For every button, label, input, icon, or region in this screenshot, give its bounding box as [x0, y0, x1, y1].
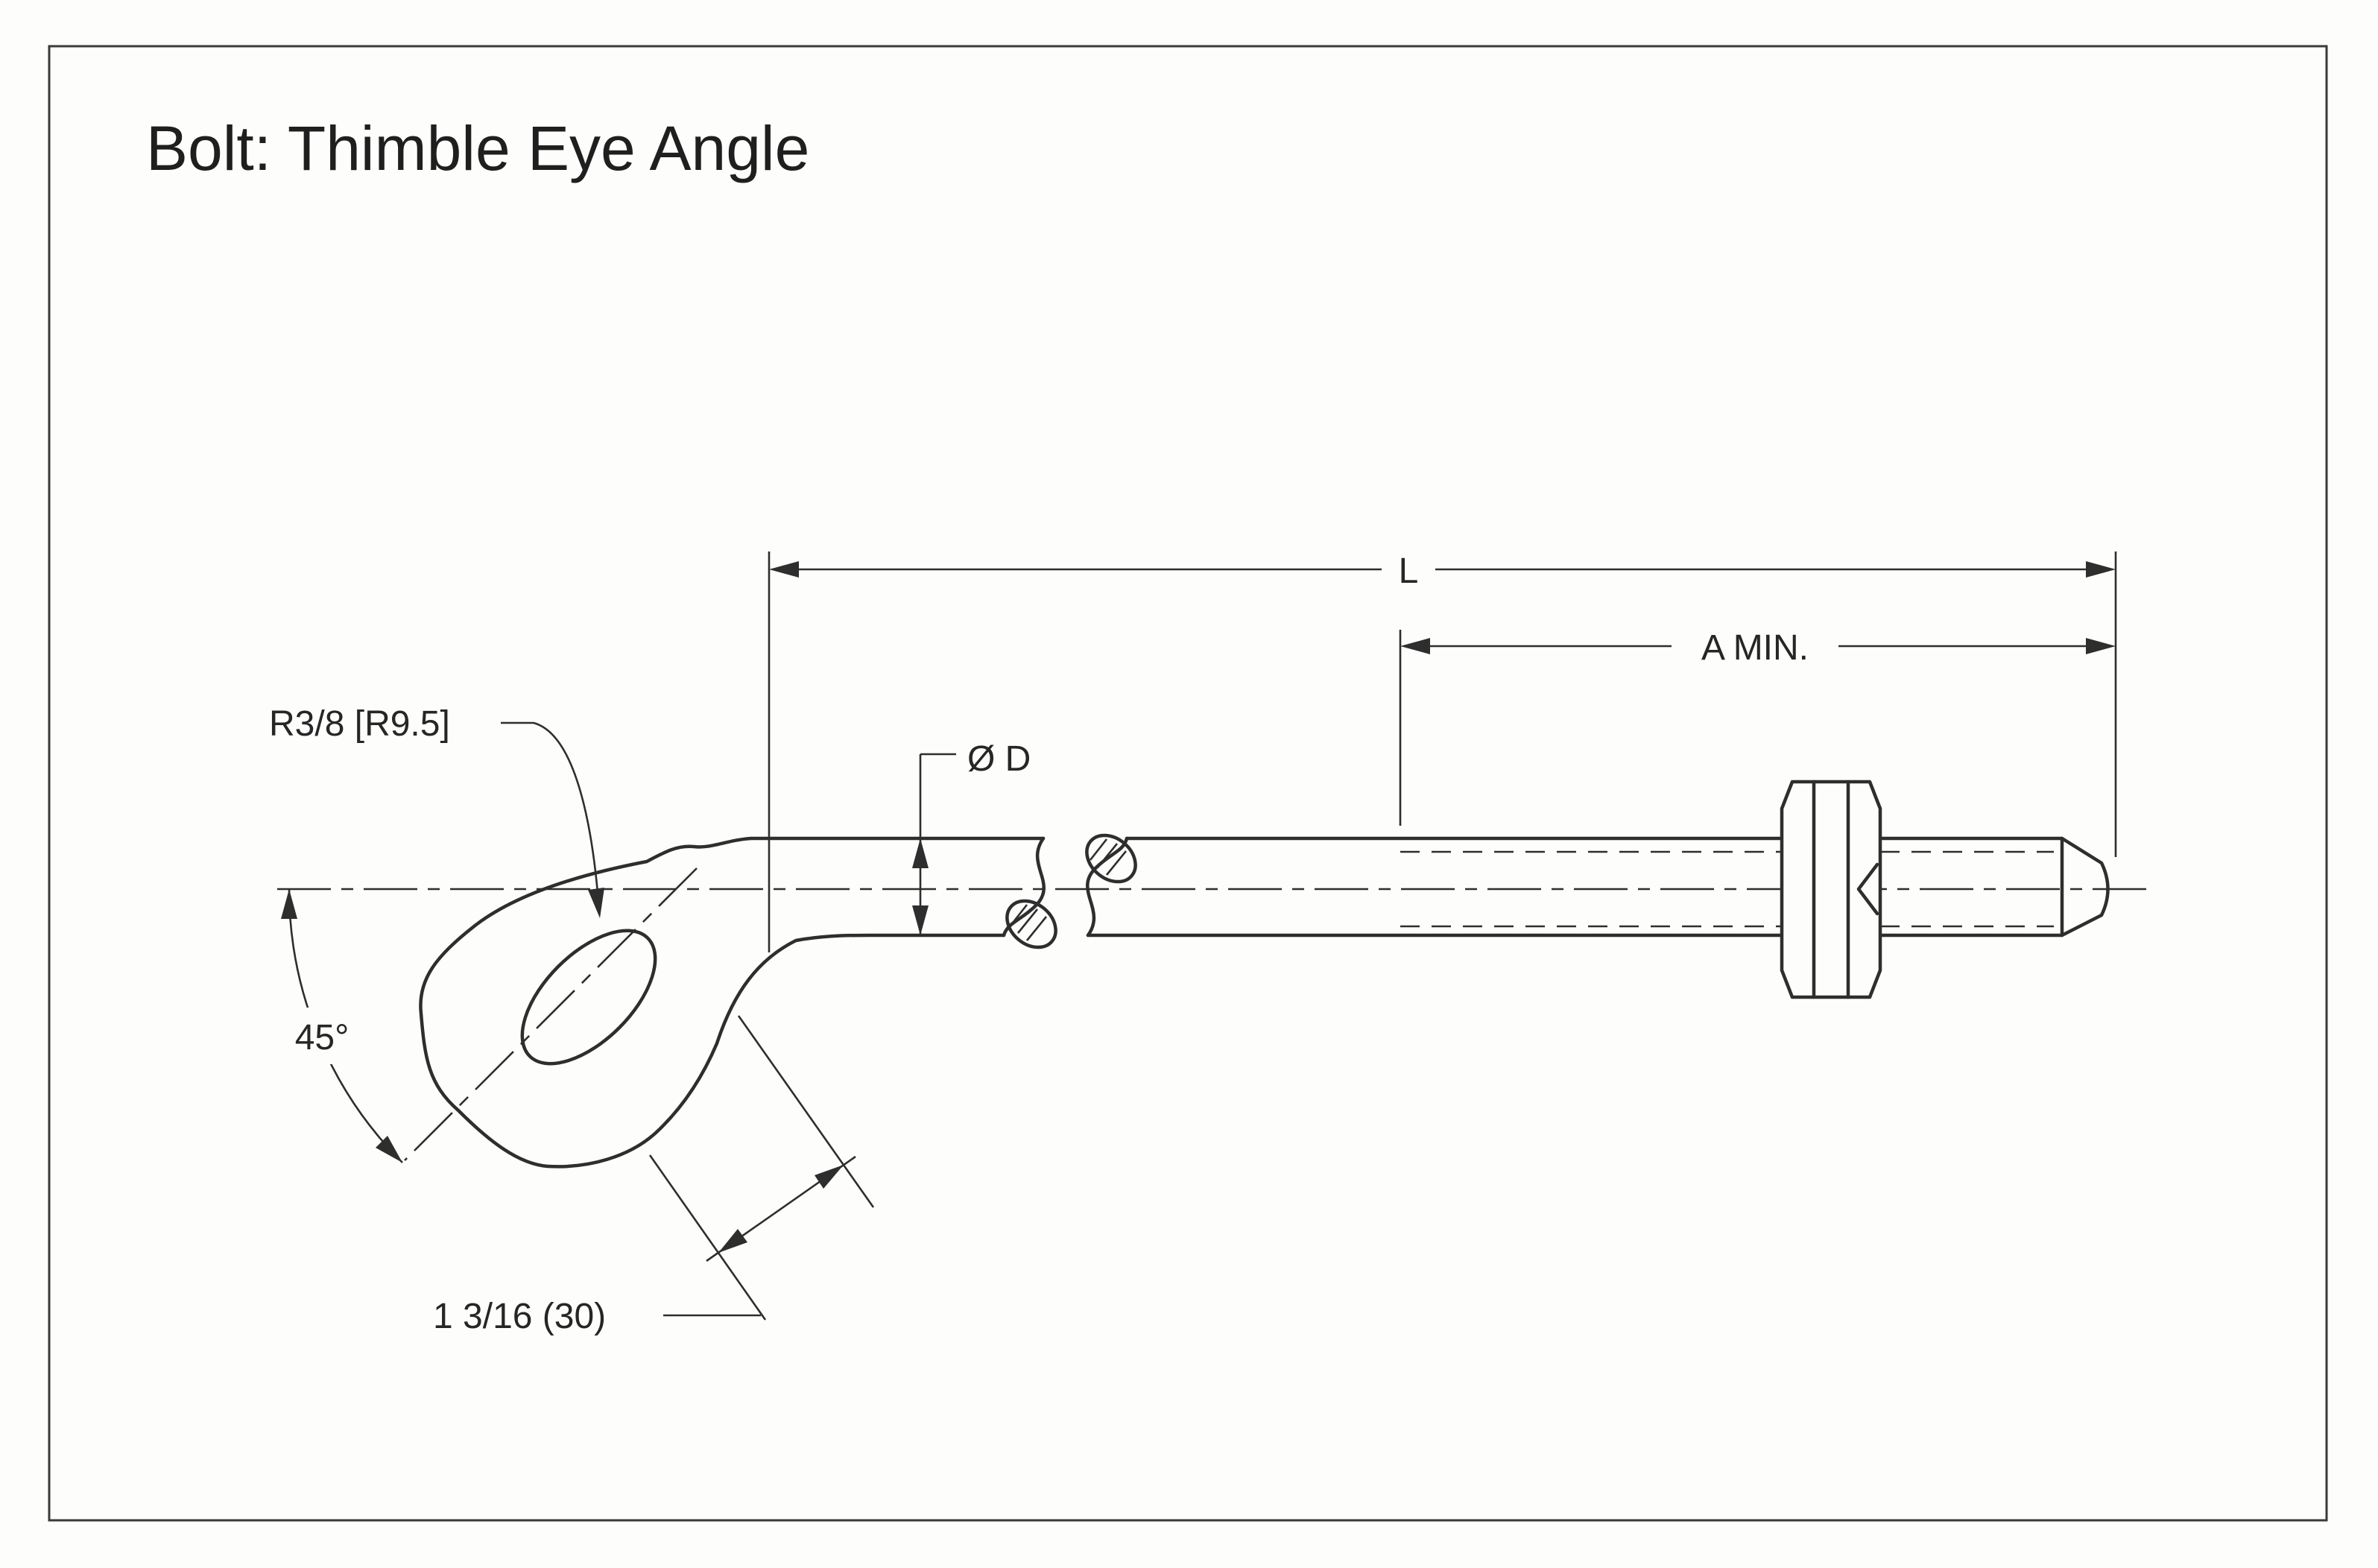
dimension-thread-length: A MIN. [1399, 621, 2116, 826]
thread-length-label: A MIN. [1701, 628, 1809, 668]
diameter-label: Ø D [967, 739, 1031, 779]
bolt-outline [419, 836, 1046, 1169]
hex-nut [1780, 780, 1882, 999]
thread-hidden-lines [1400, 850, 2054, 928]
dimension-bend-angle: 45° [274, 888, 403, 1163]
eye-radius-label: R3/8 [R9.5] [269, 704, 450, 744]
centerline-45deg [404, 867, 698, 1161]
bolt-tip [2060, 836, 2110, 938]
eye-slot [520, 929, 657, 1066]
shank-break-symbol [1002, 833, 1137, 949]
dimension-eye-section: 1 3/16 (30) [433, 1015, 875, 1336]
shank-right [1086, 836, 2110, 938]
dimension-diameter: Ø D [912, 739, 1031, 935]
bend-angle-label: 45° [295, 1018, 350, 1058]
drawing-border [48, 45, 2328, 1522]
drawing-title: Bolt: Thimble Eye Angle [146, 113, 809, 183]
leader-eye-radius: R3/8 [R9.5] [269, 704, 604, 918]
overall-length-label: L [1399, 551, 1419, 591]
bolt-eye-and-shank-path [419, 836, 1046, 1169]
dimension-overall-length: L [768, 544, 2117, 952]
eye-section-label: 1 3/16 (30) [433, 1297, 606, 1336]
